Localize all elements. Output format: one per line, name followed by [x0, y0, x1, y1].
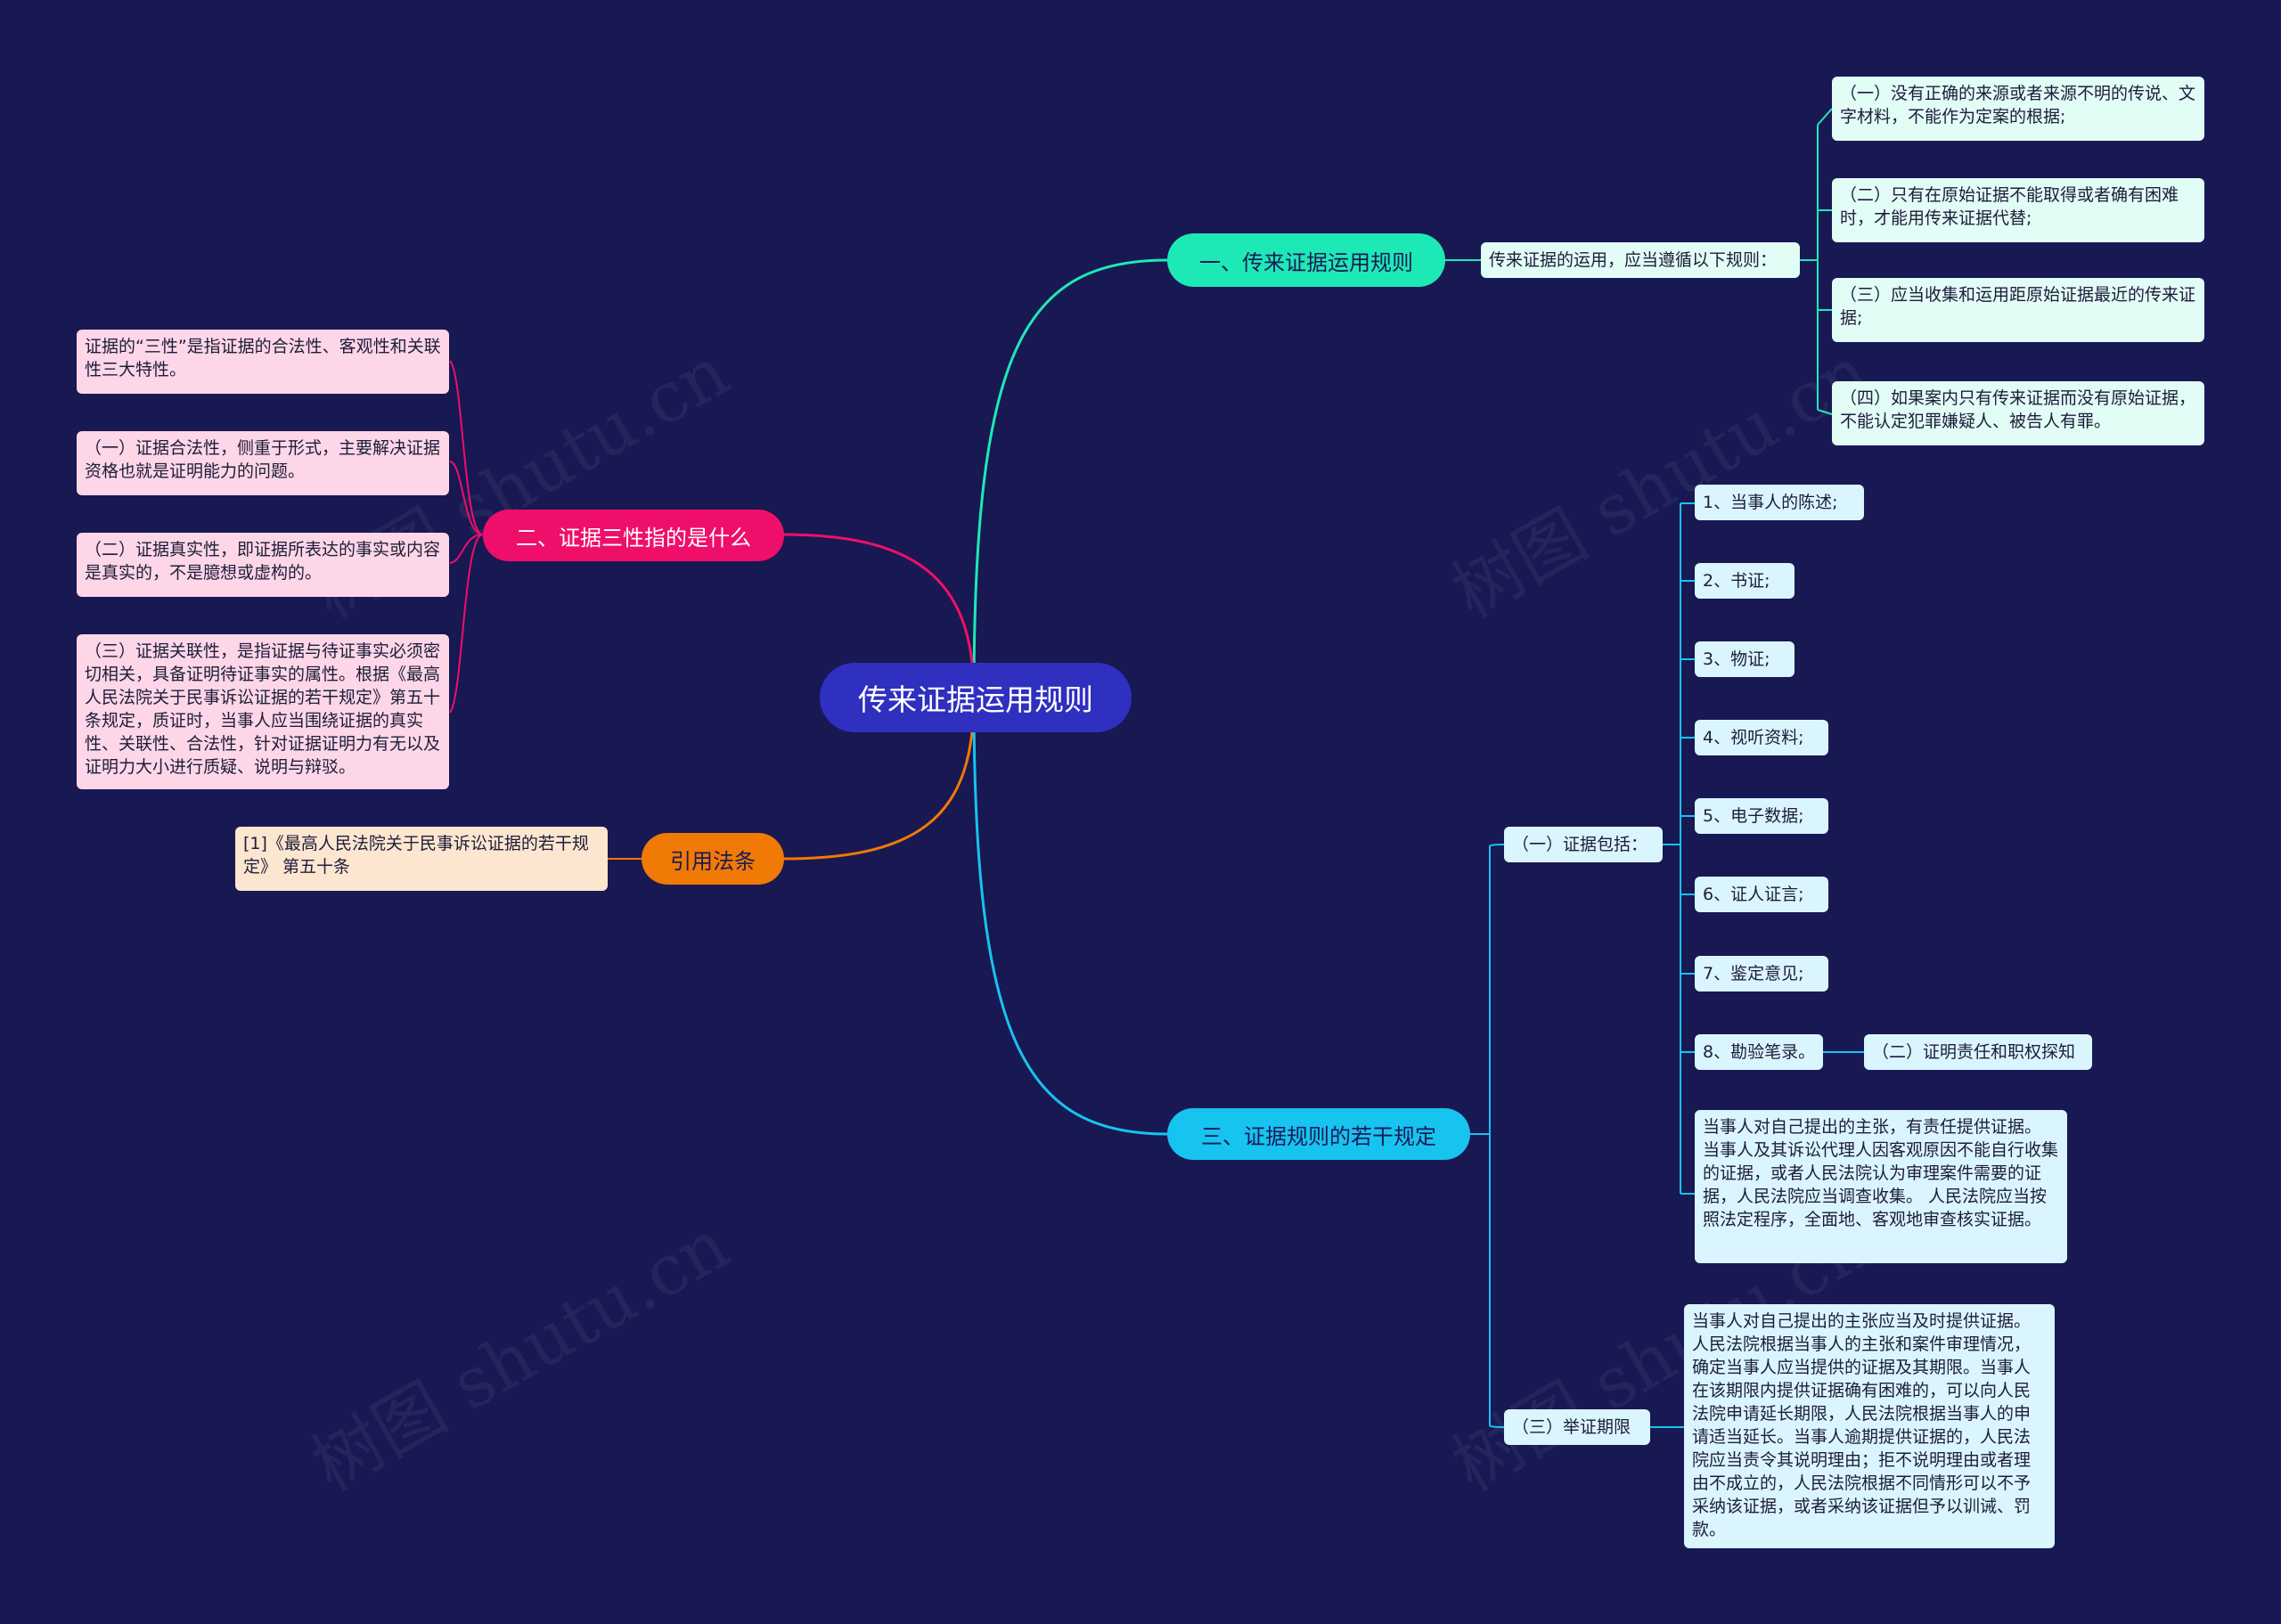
leaf-text: （四）如果案内只有传来证据而没有原始证据，不能认定犯罪嫌疑人、被告人有罪。 — [1840, 388, 2196, 431]
leaf-text: 4、视听资料; — [1703, 728, 1804, 747]
evidence-type-item[interactable]: 5、电子数据; — [1695, 798, 1828, 834]
branch-transmitted-evidence-rules[interactable]: 一、传来证据运用规则 — [1167, 233, 1445, 287]
branch-label: 三、证据规则的若干规定 — [1201, 1123, 1436, 1149]
evidence-type-item[interactable]: 8、勘验笔录。 — [1695, 1034, 1823, 1070]
watermark: 树图 shutu.cn — [1439, 331, 1883, 634]
leaf-text: （二）证据真实性，即证据所表达的事实或内容是真实的，不是臆想或虚构的。 — [85, 540, 441, 583]
leaf-text: （三）举证期限 — [1512, 1417, 1631, 1437]
leaf-text: （一）证据合法性，侧重于形式，主要解决证据资格也就是证明能力的问题。 — [85, 438, 441, 481]
link-root-branch4 — [972, 696, 1168, 1136]
branch-label: 一、传来证据运用规则 — [1199, 249, 1413, 275]
leaf-text: 5、电子数据; — [1703, 806, 1804, 826]
leaf-text: （一）没有正确的来源或者来源不明的传说、文字材料，不能作为定案的根据; — [1840, 84, 2196, 126]
rule-item[interactable]: （四）如果案内只有传来证据而没有原始证据，不能认定犯罪嫌疑人、被告人有罪。 — [1832, 381, 2204, 445]
property-item[interactable]: （三）证据关联性，是指证据与待证事实必须密切相关，具备证明待证事实的属性。根据《… — [77, 634, 449, 789]
rule-item[interactable]: （一）没有正确的来源或者来源不明的传说、文字材料，不能作为定案的根据; — [1832, 77, 2204, 141]
leaf-text: （二）证明责任和职权探知 — [1872, 1042, 2076, 1062]
property-item[interactable]: （一）证据合法性，侧重于形式，主要解决证据资格也就是证明能力的问题。 — [77, 431, 449, 495]
leaf-text: 传来证据的运用，应当遵循以下规则： — [1489, 250, 1778, 270]
leaf-text: 当事人对自己提出的主张，有责任提供证据。 当事人及其诉讼代理人因客观原因不能自行… — [1703, 1117, 2059, 1229]
property-item[interactable]: 证据的“三性”是指证据的合法性、客观性和关联性三大特性。 — [77, 330, 449, 394]
evidence-type-item[interactable]: 3、物证; — [1695, 641, 1795, 677]
branch-three-properties[interactable]: 二、证据三性指的是什么 — [483, 510, 784, 561]
root-label: 传来证据运用规则 — [858, 682, 1093, 717]
leaf-text: 7、鉴定意见; — [1703, 964, 1804, 983]
link-root-branch1 — [972, 258, 1168, 698]
leaf-text: 证据的“三性”是指证据的合法性、客观性和关联性三大特性。 — [85, 337, 441, 379]
root-node[interactable]: 传来证据运用规则 — [820, 663, 1132, 732]
property-item[interactable]: （二）证据真实性，即证据所表达的事实或内容是真实的，不是臆想或虚构的。 — [77, 533, 449, 597]
leaf-text: [1]《最高人民法院关于民事诉讼证据的若干规定》 第五十条 — [243, 834, 589, 877]
evidence-type-item[interactable]: 7、鉴定意见; — [1695, 956, 1828, 992]
rule-item[interactable]: （二）只有在原始证据不能取得或者确有困难时，才能用传来证据代替; — [1832, 178, 2204, 242]
leaf-text: 6、证人证言; — [1703, 885, 1804, 904]
leaf-text: 2、书证; — [1703, 571, 1770, 591]
evidence-duty-note[interactable]: 当事人对自己提出的主张，有责任提供证据。 当事人及其诉讼代理人因客观原因不能自行… — [1695, 1110, 2067, 1263]
evidence-type-item[interactable]: 6、证人证言; — [1695, 877, 1828, 912]
leaf-text: （三）证据关联性，是指证据与待证事实必须密切相关，具备证明待证事实的属性。根据《… — [85, 641, 441, 777]
rule-item[interactable]: （三）应当收集和运用距原始证据最近的传来证据; — [1832, 278, 2204, 342]
cited-law-item[interactable]: [1]《最高人民法院关于民事诉讼证据的若干规定》 第五十条 — [235, 827, 608, 891]
leaf-text: 3、物证; — [1703, 649, 1770, 669]
link-sub1-items — [1663, 502, 1695, 1195]
leaf-text: 当事人对自己提出的主张应当及时提供证据。 人民法院根据当事人的主张和案件审理情况… — [1692, 1311, 2032, 1539]
link-summary-rules — [1800, 108, 1833, 415]
leaf-text: 8、勘验笔录。 — [1703, 1042, 1816, 1062]
leaf-text: （一）证据包括： — [1512, 835, 1648, 854]
leaf-text: （三）应当收集和运用距原始证据最近的传来证据; — [1840, 285, 2196, 328]
branch-label: 二、证据三性指的是什么 — [516, 525, 751, 551]
transmitted-evidence-summary[interactable]: 传来证据的运用，应当遵循以下规则： — [1481, 242, 1800, 278]
branch-label: 引用法条 — [670, 848, 756, 874]
leaf-text: 1、当事人的陈述; — [1703, 493, 1838, 512]
branch-cited-law[interactable]: 引用法条 — [642, 833, 784, 885]
burden-of-proof-item[interactable]: （二）证明责任和职权探知 — [1864, 1034, 2092, 1070]
link-branch4-subs — [1470, 844, 1505, 1428]
watermark: 树图 shutu.cn — [298, 1204, 742, 1507]
branch-evidence-regulations[interactable]: 三、证据规则的若干规定 — [1167, 1108, 1470, 1160]
evidence-type-item[interactable]: 1、当事人的陈述; — [1695, 485, 1864, 520]
leaf-text: （二）只有在原始证据不能取得或者确有困难时，才能用传来证据代替; — [1840, 185, 2179, 228]
link-branch2-items — [449, 360, 484, 714]
evidence-type-item[interactable]: 4、视听资料; — [1695, 720, 1828, 755]
evidence-type-item[interactable]: 2、书证; — [1695, 563, 1795, 599]
evidence-includes[interactable]: （一）证据包括： — [1504, 827, 1663, 862]
proof-deadline[interactable]: （三）举证期限 — [1504, 1409, 1650, 1445]
proof-deadline-note[interactable]: 当事人对自己提出的主张应当及时提供证据。 人民法院根据当事人的主张和案件审理情况… — [1684, 1304, 2055, 1548]
